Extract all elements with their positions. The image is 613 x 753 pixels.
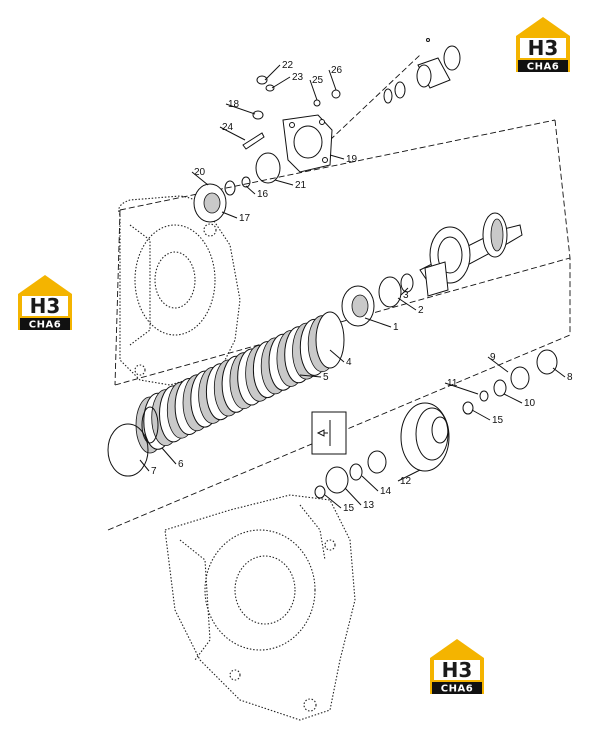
logo-text-bottom: CHA6 — [527, 62, 559, 73]
callout-leader — [400, 287, 409, 296]
callout-number: 1 — [393, 322, 399, 333]
callout-number: 13 — [363, 500, 375, 511]
callout-leader — [444, 382, 479, 395]
logo-text-top: H3 — [442, 658, 473, 682]
callout-number: 10 — [524, 398, 536, 409]
callout-leader — [397, 297, 417, 311]
callout-number: 22 — [282, 60, 294, 71]
callout-number: 12 — [400, 476, 412, 487]
callout-number: 19 — [346, 154, 358, 165]
callout-leader — [503, 393, 523, 404]
ring-parts — [341, 273, 414, 327]
lower-parts — [107, 349, 558, 499]
callout-number: 11 — [447, 378, 458, 389]
callout-number: 3 — [403, 290, 409, 301]
callout-number: 15 — [343, 503, 355, 514]
callout-leader — [271, 76, 291, 89]
callout-leader — [487, 356, 509, 373]
callout-number: 16 — [257, 189, 269, 200]
brand-logo-top-right: H3 CHA6 — [512, 14, 574, 76]
callout-leader — [552, 367, 566, 378]
callout-number: 14 — [380, 486, 392, 497]
callout-number: 23 — [292, 72, 304, 83]
callout-leader — [361, 475, 379, 492]
callout-number: 8 — [567, 372, 573, 383]
callout-number: 24 — [222, 122, 234, 133]
callout-leader — [139, 459, 150, 472]
callout-leader — [471, 409, 491, 421]
callout-number: 25 — [312, 75, 324, 86]
callout-leader — [225, 103, 256, 115]
callout-number: 9 — [490, 352, 496, 363]
callout-leader — [264, 64, 281, 81]
callout-number: 17 — [239, 213, 251, 224]
callout-leader — [221, 211, 238, 219]
clutch-disc-stack — [135, 311, 345, 454]
callout-leader — [329, 154, 345, 160]
callout-number: 15 — [492, 415, 504, 426]
callout-leader — [344, 487, 362, 506]
callout-leader — [245, 185, 256, 195]
upper-small-parts — [193, 38, 461, 223]
dashed-envelope — [107, 54, 571, 531]
callout-number: 5 — [323, 372, 329, 383]
callout-leader — [397, 469, 421, 482]
callout-number: 2 — [418, 305, 424, 316]
logo-text-top: H3 — [528, 36, 559, 60]
logo-text-bottom: CHA6 — [29, 320, 61, 331]
clutch-disc-bore — [141, 406, 159, 444]
callout-leader — [274, 179, 294, 186]
callout-number: 4 — [346, 357, 352, 368]
shaft-assembly — [419, 212, 523, 297]
callout-leader — [329, 349, 345, 363]
callout-number: 6 — [178, 459, 184, 470]
callout-leader — [219, 126, 246, 141]
brand-logo-bottom: H3 CHA6 — [426, 636, 488, 698]
callout-leader — [191, 171, 209, 186]
callout-leader — [328, 69, 337, 91]
clutch-disc — [315, 311, 345, 369]
callout-leader — [299, 374, 322, 378]
callout-leader — [324, 494, 342, 509]
callout-number: 26 — [331, 65, 343, 76]
logo-text-bottom: CHA6 — [441, 684, 473, 695]
housing-upper — [118, 195, 241, 386]
callout-number: 21 — [295, 180, 307, 191]
callout-number: 7 — [151, 466, 157, 477]
callout-leader — [161, 447, 177, 465]
callout-leader — [364, 317, 392, 328]
brand-logo-left: H3 CHA6 — [14, 272, 76, 334]
logo-text-top: H3 — [30, 294, 61, 318]
housing-lower — [164, 494, 356, 721]
callout-number: 18 — [228, 99, 240, 110]
callout-number: 20 — [194, 167, 206, 178]
callout-leader — [309, 79, 318, 101]
